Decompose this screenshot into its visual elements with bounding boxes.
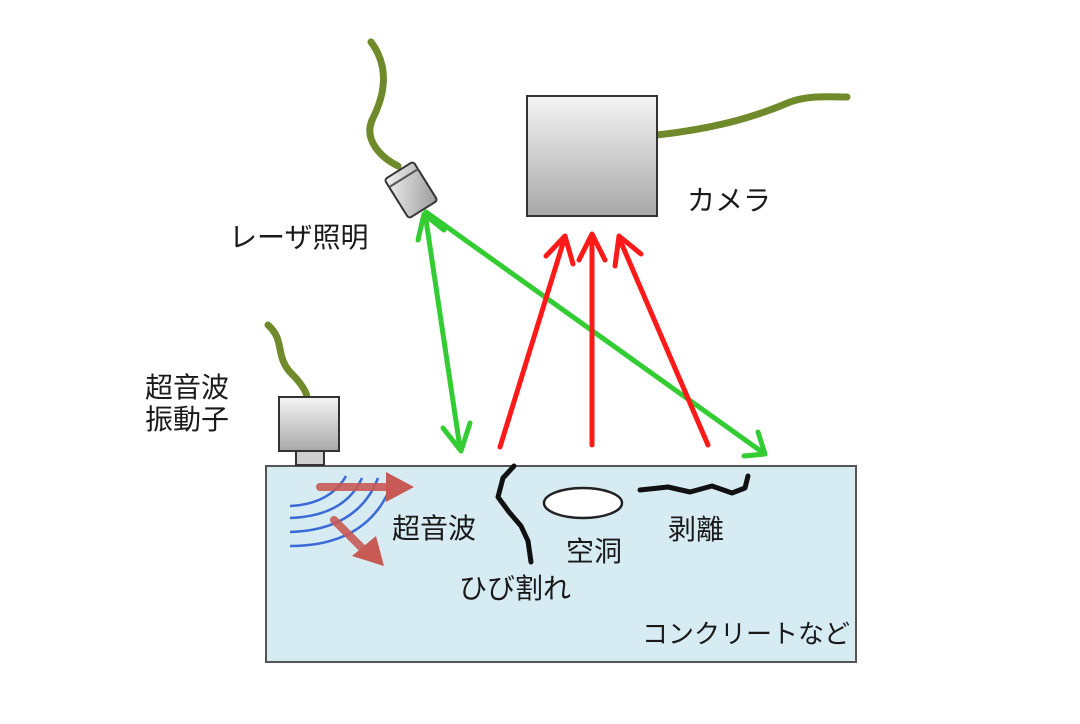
camera-icon <box>526 93 851 217</box>
void-label: 空洞 <box>566 535 623 568</box>
transducer-cable <box>264 321 311 401</box>
material-label: コンクリートなど <box>642 620 851 650</box>
laser-icon <box>366 38 438 219</box>
delamination-label: 剥離 <box>668 513 725 546</box>
transducer-label-line2: 振動子 <box>145 403 230 437</box>
camera-label: カメラ <box>687 184 772 217</box>
arrowhead-laser-origin <box>415 211 447 243</box>
void-shape <box>542 486 624 520</box>
delamination-line <box>637 473 751 496</box>
transducer-label: 超音波 振動子 <box>145 371 230 437</box>
transducer-icon <box>264 321 340 466</box>
arrowhead-laser-down <box>440 420 473 454</box>
crack-line <box>495 463 534 565</box>
camera-cable <box>653 93 851 139</box>
crack-label: ひび割れ <box>459 572 572 605</box>
laser-label: レーザ照明 <box>229 221 369 254</box>
reflected-light <box>497 231 711 450</box>
ultrasound-label: 超音波 <box>392 512 477 545</box>
transducer-label-line1: 超音波 <box>145 371 230 404</box>
arrowhead-laser-diagonal <box>741 429 768 459</box>
laser-beam-down <box>423 217 463 451</box>
ultrasound-arrows <box>316 472 414 566</box>
laser-cable <box>366 38 402 170</box>
